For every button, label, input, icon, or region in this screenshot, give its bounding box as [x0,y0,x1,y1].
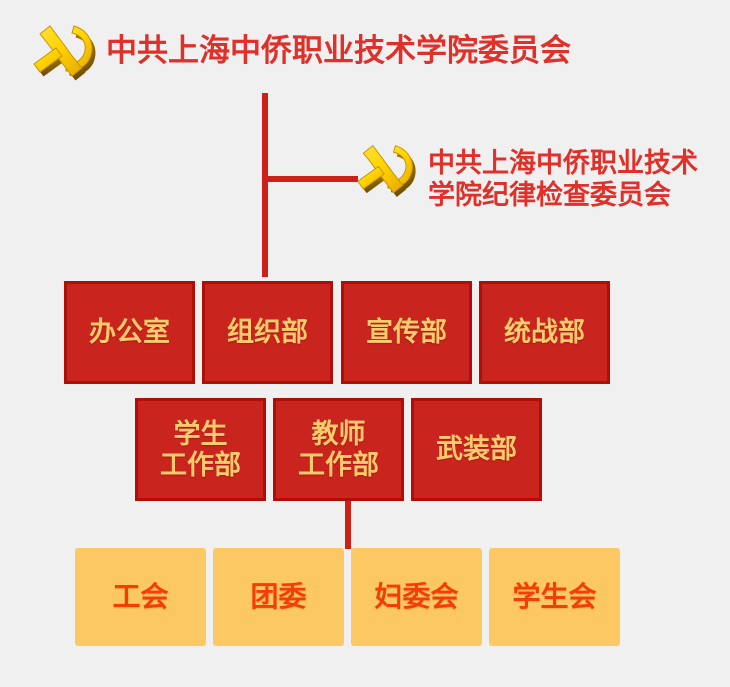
organization-label: 妇委会 [374,581,459,613]
organization-box-student-union[interactable]: 学生会 [489,548,620,646]
department-box-propaganda[interactable]: 宣传部 [341,281,472,384]
organization-label: 工会 [112,581,169,613]
department-label: 组织部 [227,317,308,348]
connector-row2-to-row3 [345,501,351,549]
party-emblem-hammer-sickle-icon [26,20,102,88]
discipline-committee-title: 中共上海中侨职业技术 学院纪律检查委员会 [428,148,698,210]
discipline-party-emblem-hammer-sickle-icon [350,140,422,204]
department-box-teacher-affairs[interactable]: 教师 工作部 [273,398,404,501]
organization-label: 团委 [250,581,307,613]
organization-box-youth-league[interactable]: 团委 [213,548,344,646]
department-box-office[interactable]: 办公室 [64,281,195,384]
department-box-organization[interactable]: 组织部 [202,281,333,384]
organization-label: 学生会 [512,581,597,613]
connector-discipline-horizontal [262,176,358,182]
department-box-armed-forces[interactable]: 武装部 [411,398,542,501]
page-title: 中共上海中侨职业技术学院委员会 [106,33,571,68]
department-label: 统战部 [504,317,585,348]
connector-trunk-vertical [262,93,268,277]
department-label: 学生 工作部 [160,419,241,480]
department-label: 教师 工作部 [298,419,379,480]
organization-box-womens-committee[interactable]: 妇委会 [351,548,482,646]
department-box-student-affairs[interactable]: 学生 工作部 [135,398,266,501]
organization-box-labor-union[interactable]: 工会 [75,548,206,646]
department-label: 宣传部 [366,317,447,348]
department-label: 武装部 [436,434,517,465]
department-label: 办公室 [89,317,170,348]
department-box-united-front[interactable]: 统战部 [479,281,610,384]
